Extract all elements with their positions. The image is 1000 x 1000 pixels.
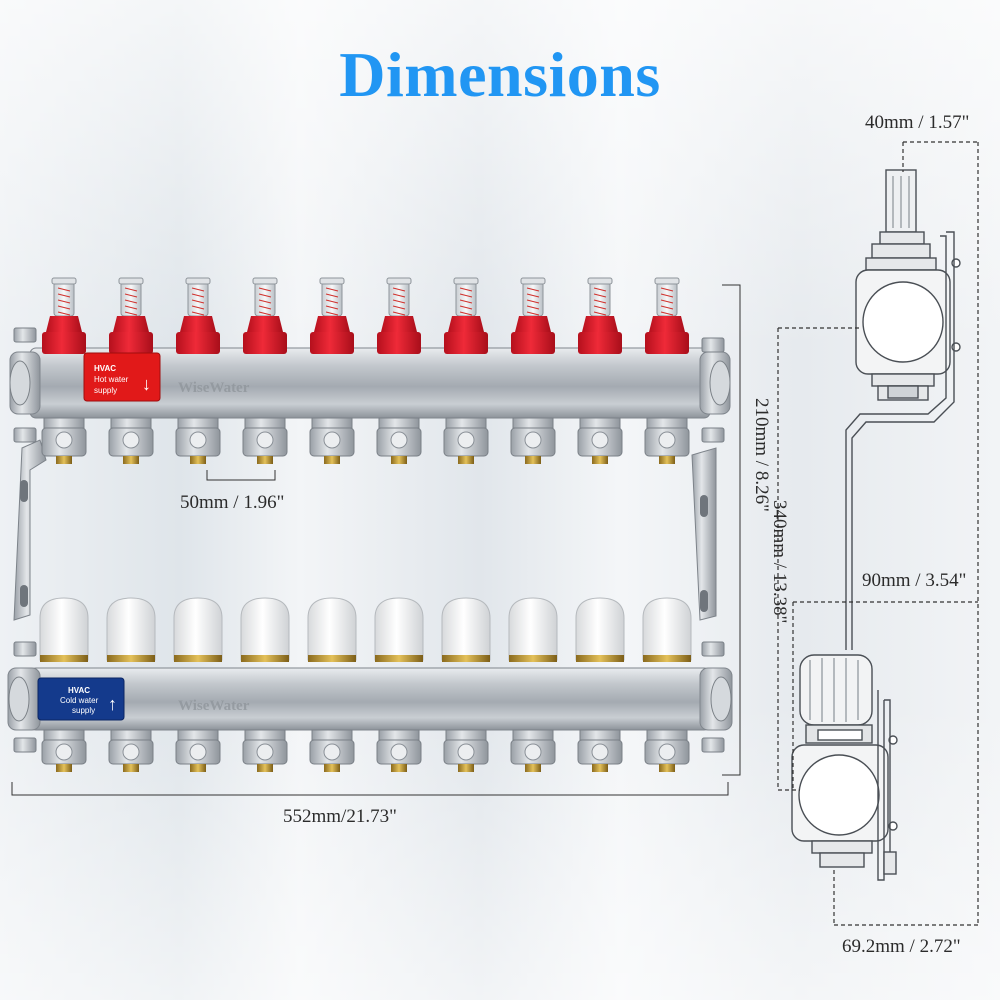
hot-label-line1: HVAC	[94, 364, 116, 373]
supply-outlet-fitting	[309, 417, 355, 464]
brand-engraving-bottom: WiseWater	[178, 698, 250, 714]
valve-cap[interactable]	[173, 597, 223, 662]
flowmeter[interactable]	[444, 277, 488, 354]
brand-engraving-top: WiseWater	[178, 380, 250, 396]
dimension-line-spacing	[206, 470, 276, 481]
valve-cap[interactable]	[441, 597, 491, 662]
cold-label-line3: supply	[72, 706, 95, 715]
dimension-height: 340mm / 13.38"	[769, 500, 790, 624]
supply-outlet-fitting	[644, 417, 690, 464]
hot-label-line2: Hot water	[94, 375, 129, 384]
valve-cap[interactable]	[575, 597, 625, 662]
supply-manifold-bar	[9, 347, 731, 419]
dimension-line-height	[722, 284, 741, 776]
supply-outlet-fitting	[443, 417, 489, 464]
valve-cap[interactable]	[642, 597, 692, 662]
up-arrow-icon: ↑	[108, 694, 117, 714]
dimension-width: 552mm/21.73"	[283, 806, 397, 827]
supply-outlet-fitting	[510, 417, 556, 464]
dimension-side-vertical: 210mm / 8.26"	[751, 398, 772, 512]
dimension-side-depth: 90mm / 3.54"	[862, 570, 967, 591]
supply-outlet-fitting	[242, 417, 288, 464]
side-view-assembly	[791, 169, 961, 881]
valve-cap[interactable]	[508, 597, 558, 662]
return-manifold-bar	[7, 667, 733, 731]
flowmeter[interactable]	[310, 277, 354, 354]
side-dimension-lines	[777, 141, 979, 926]
down-arrow-icon: ↓	[142, 374, 151, 394]
return-outlet-fitting	[309, 729, 355, 772]
return-outlet-fitting	[510, 729, 556, 772]
flowmeter[interactable]	[243, 277, 287, 354]
flowmeter[interactable]	[109, 277, 153, 354]
valve-cap[interactable]	[307, 597, 357, 662]
dimension-line-width	[11, 782, 729, 796]
valve-cap[interactable]	[106, 597, 156, 662]
supply-outlet-fitting	[577, 417, 623, 464]
hot-water-label: HVAC Hot water supply ↓	[83, 352, 161, 402]
return-outlet-fitting	[577, 729, 623, 772]
page-title: Dimensions	[339, 39, 661, 110]
dimension-port-spacing: 50mm / 1.96"	[180, 492, 285, 513]
return-outlet-fitting	[108, 729, 154, 772]
flowmeter[interactable]	[42, 277, 86, 354]
supply-outlet-fitting	[108, 417, 154, 464]
hot-label-line3: supply	[94, 386, 117, 395]
flowmeter[interactable]	[578, 277, 622, 354]
valve-cap[interactable]	[39, 597, 89, 662]
cold-label-line2: Cold water	[60, 696, 99, 705]
return-outlet-fitting	[175, 729, 221, 772]
flowmeter[interactable]	[511, 277, 555, 354]
supply-outlet-fitting	[41, 417, 87, 464]
valve-cap[interactable]	[374, 597, 424, 662]
flowmeter[interactable]	[176, 277, 220, 354]
bracket-left	[13, 439, 47, 621]
bracket-right	[691, 447, 717, 621]
flowmeter[interactable]	[377, 277, 421, 354]
supply-outlet-fitting	[175, 417, 221, 464]
mount-clips	[13, 327, 725, 753]
return-outlet-fitting	[443, 729, 489, 772]
flowmeter[interactable]	[645, 277, 689, 354]
cold-water-label: HVAC Cold water supply ↑	[37, 677, 125, 721]
return-outlet-fitting	[376, 729, 422, 772]
return-outlet-fitting	[242, 729, 288, 772]
return-outlet-fitting	[644, 729, 690, 772]
dimension-side-top: 40mm / 1.57"	[865, 112, 970, 133]
return-outlet-fitting	[41, 729, 87, 772]
valve-cap[interactable]	[240, 597, 290, 662]
supply-outlet-fitting	[376, 417, 422, 464]
dimension-side-bottom: 69.2mm / 2.72"	[842, 936, 961, 957]
cold-label-line1: HVAC	[68, 686, 90, 695]
